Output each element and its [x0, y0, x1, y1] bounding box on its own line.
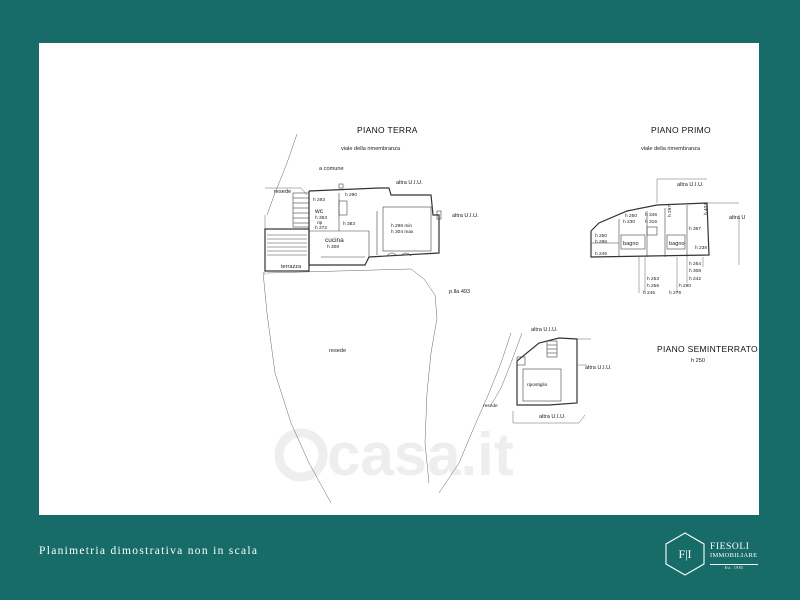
bathroom-label-1: bagno: [623, 241, 639, 247]
basement-resede-label: resede: [483, 403, 498, 409]
ground-stairs: [292, 192, 310, 228]
resede-edge: [265, 187, 308, 196]
height-label: h 293: [313, 197, 325, 203]
agency-logo: F|I FIESOLI IMMOBILIARE Est. 1985: [664, 530, 774, 578]
height-label: h 308: [327, 244, 339, 250]
plan-disclaimer-caption: Planimetria dimostrativa non in scala: [39, 545, 259, 557]
first-building-outline: [590, 202, 710, 258]
first-floor-plan: PIANO PRIMO viale della rimembranza altr…: [590, 125, 745, 296]
height-label: h 256: [647, 283, 659, 289]
height-label: h 296: [595, 239, 607, 245]
logo-name: FIESOLI: [710, 542, 750, 552]
lot-boundary-left: [262, 271, 332, 504]
basement-other-unit-1: altra U.I.U.: [531, 327, 558, 333]
basement-stairs: [516, 340, 558, 366]
boundary-upper-left: [266, 133, 298, 216]
floor-plan-sheet: casa.it: [39, 43, 759, 515]
basement-height: h 250: [691, 358, 705, 364]
basement-other-unit-3: altra U.I.U.: [539, 414, 566, 420]
logo-wordmark: FIESOLI IMMOBILIARE Est. 1985: [710, 542, 758, 571]
resede-label: resede: [274, 189, 291, 195]
resede-large-label: resede: [329, 348, 346, 354]
ground-building-outline: [308, 187, 440, 266]
common-label: a comune: [319, 166, 344, 172]
storage-room: [522, 368, 562, 402]
ground-floor-title: PIANO TERRA: [357, 125, 418, 135]
height-label: h 238: [695, 245, 707, 251]
height-label: h 290: [679, 283, 691, 289]
logo-hexagon-icon: F|I: [665, 532, 705, 576]
other-unit-label-1: altra U.I.U.: [396, 180, 423, 186]
height-label: h 245: [643, 290, 655, 296]
bathroom-label-2: bagno: [669, 241, 685, 247]
height-label: h 383: [343, 221, 355, 227]
logo-established: Est. 1985: [724, 566, 744, 570]
floor-plan-drawing: casa.it: [262, 125, 758, 504]
height-label: h 363: [315, 215, 327, 221]
first-other-unit-2: altra U: [729, 215, 745, 221]
height-label: h 245: [595, 251, 607, 257]
logo-divider: [710, 564, 758, 565]
ground-street-label: viale della rimembranza: [341, 146, 401, 152]
height-label: h 254: [689, 261, 701, 267]
height-label: h 297: [667, 205, 673, 217]
logo-subtitle: IMMOBILIARE: [710, 552, 758, 559]
first-other-unit-1: altra U.I.U.: [677, 182, 704, 188]
logo-monogram: F|I: [678, 547, 691, 561]
terrace-label: terrazza: [281, 264, 302, 270]
height-label: h 403: [703, 203, 709, 215]
height-label: h 316: [645, 219, 657, 225]
basement-diagonal-2: [438, 332, 512, 494]
basement-diagonal-1: [490, 332, 523, 406]
kitchen-label: cucina: [325, 237, 344, 244]
height-label: h 242: [689, 276, 701, 282]
watermark-text: casa.it: [327, 421, 514, 488]
ground-living-room: [382, 206, 432, 252]
first-street-label: viale della rimembranza: [641, 146, 701, 152]
terrace-hatching: [267, 234, 307, 256]
basement-other-unit-2: altra U.I.U.: [585, 365, 612, 371]
height-label: h 290: [345, 192, 357, 198]
height-label: h 279: [669, 290, 681, 296]
storage-label: ripostiglio: [527, 382, 548, 388]
height-label: h 253: [647, 276, 659, 282]
other-unit-label-2: altra U.I.U.: [452, 213, 479, 219]
basement-bottom-edge: [512, 411, 586, 424]
wc-label: wc: [314, 208, 324, 215]
height-label: h 357: [689, 226, 701, 232]
height-label: h 272: [315, 225, 327, 231]
height-label: h 308: [689, 268, 701, 274]
height-label: rip: [317, 220, 323, 226]
height-label: h 346: [645, 212, 657, 218]
parcel-label: p.lla 493: [449, 289, 470, 295]
basement-title: PIANO SEMINTERRATO: [657, 344, 758, 354]
basement-plan: PIANO SEMINTERRATO h 250 altra U.I.U. al…: [438, 327, 758, 494]
lot-boundary-top: [266, 268, 412, 274]
ground-floor-plan: PIANO TERRA viale della rimembranza a co…: [262, 125, 479, 504]
height-label: h 304 max: [391, 229, 414, 235]
lot-boundary-right: [410, 268, 438, 484]
watermark: casa.it: [274, 421, 514, 488]
height-label: h 230: [623, 219, 635, 225]
first-floor-title: PIANO PRIMO: [651, 125, 711, 135]
basement-building-outline: [516, 337, 578, 406]
height-label: h 250: [595, 233, 607, 239]
height-label: h 250: [625, 213, 637, 219]
height-label: h 298 min: [391, 223, 412, 229]
